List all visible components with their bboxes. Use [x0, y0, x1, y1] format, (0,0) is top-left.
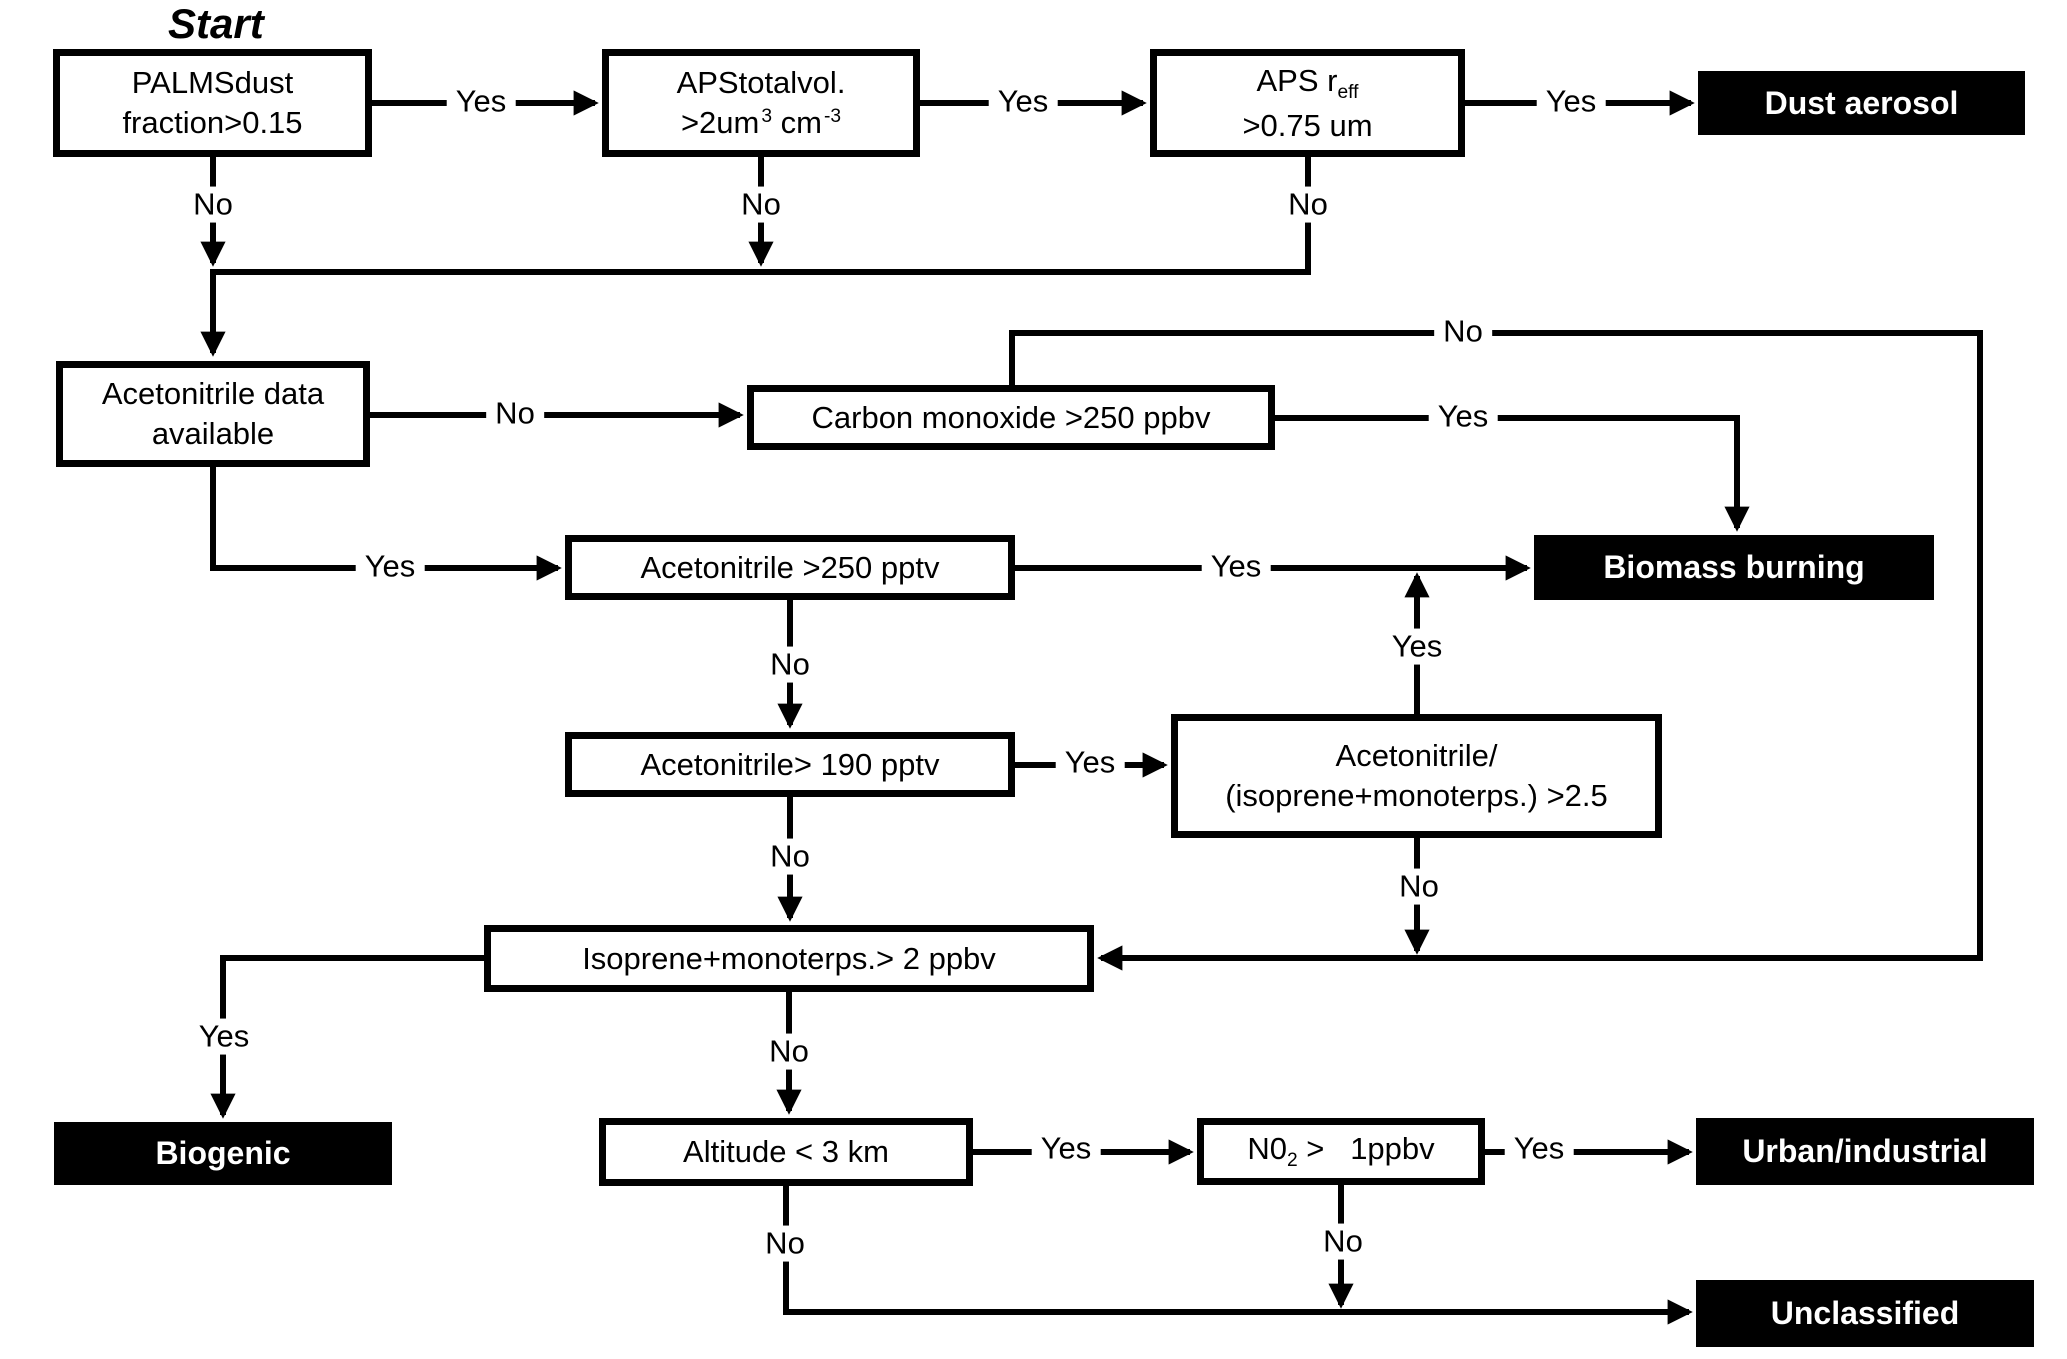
node-text-line: Acetonitrile/: [1335, 738, 1498, 774]
node-aps-effective-radius: APS reff >0.75 um: [1150, 49, 1465, 157]
edge-label-no-no2: No: [1314, 1223, 1372, 1260]
start-label: Start: [168, 0, 264, 47]
node-acetonitrile-250: Acetonitrile >250 pptv: [565, 535, 1015, 600]
node-isoprene-monoterps: Isoprene+monoterps.> 2 ppbv: [484, 925, 1094, 992]
edge-label-no-co-loop: No: [1434, 313, 1492, 350]
edge-no-co-loop-to-isoprene: [1009, 330, 1983, 971]
node-text-line: Isoprene+monoterps.> 2 ppbv: [582, 940, 996, 976]
edge-label-no-acn190-isoprene: No: [761, 838, 819, 875]
terminal-unclassified: Unclassified: [1696, 1280, 2034, 1347]
edge-label-yes-apsvol-apsreff: Yes: [988, 83, 1058, 120]
node-text-line: Acetonitrile data: [101, 376, 325, 412]
terminal-text: Dust aerosol: [1764, 84, 1959, 121]
node-acetonitrile-190: Acetonitrile> 190 pptv: [565, 732, 1015, 797]
edge-label-no-apsvol: No: [732, 186, 790, 223]
edge-label-no-isoprene-altitude: No: [760, 1033, 818, 1070]
terminal-biogenic: Biogenic: [54, 1122, 392, 1185]
edge-no-altitude-to-unclassified: [783, 1186, 1693, 1325]
edge-label-yes-isoprene-biogenic: Yes: [189, 1018, 259, 1055]
node-text-line: PALMSdust: [131, 65, 294, 101]
edge-label-yes-palms-apsvol: Yes: [446, 83, 516, 120]
edge-label-yes-co-biomass: Yes: [1428, 398, 1498, 435]
edge-yes-co-to-biomass: [1275, 415, 1750, 532]
node-text-line: Acetonitrile >250 pptv: [640, 549, 940, 585]
node-text-line: APS reff: [1256, 62, 1359, 103]
node-acetonitrile-data-available: Acetonitrile data available: [56, 361, 370, 467]
terminal-dust-aerosol: Dust aerosol: [1698, 71, 2025, 135]
edge-label-no-palms: No: [184, 186, 242, 223]
node-palms-dust-fraction: PALMSdust fraction>0.15: [53, 49, 372, 157]
edge-label-yes-no2-urban: Yes: [1504, 1130, 1574, 1167]
edge-label-no-acndata-co: No: [486, 395, 544, 432]
edge-label-no-apsreff: No: [1279, 186, 1337, 223]
node-text-line: available: [151, 416, 275, 451]
edge-label-yes-acn250-biomass: Yes: [1201, 548, 1271, 585]
node-acetonitrile-isoprene-ratio: Acetonitrile/ (isoprene+monoterps.) >2.5: [1171, 714, 1662, 838]
edge-label-yes-apsreff-dust: Yes: [1536, 83, 1606, 120]
node-text-line: APStotalvol.: [676, 65, 846, 101]
node-text-line: fraction>0.15: [122, 105, 303, 140]
edge-label-yes-altitude-no2: Yes: [1031, 1130, 1101, 1167]
node-no2: N02 > 1ppbv: [1197, 1118, 1485, 1185]
edge-yes-acndata-to-acn250: [210, 467, 562, 581]
node-text-line: Acetonitrile> 190 pptv: [640, 746, 940, 782]
node-altitude: Altitude < 3 km: [599, 1118, 973, 1186]
edge-yes-isoprene-to-biogenic: [210, 955, 484, 1119]
edge-label-yes-ratio-up: Yes: [1382, 628, 1452, 665]
node-text-line: Carbon monoxide >250 ppbv: [811, 399, 1211, 435]
edge-label-no-altitude: No: [756, 1225, 814, 1262]
edge-label-no-acn250-acn190: No: [761, 646, 819, 683]
node-text-line: >0.75 um: [1242, 107, 1373, 143]
terminal-text: Unclassified: [1770, 1295, 1960, 1331]
terminal-text: Urban/industrial: [1742, 1133, 1988, 1169]
edge-label-no-ratio-down: No: [1390, 868, 1448, 905]
terminal-text: Biogenic: [155, 1135, 291, 1171]
node-text-line: N02 > 1ppbv: [1247, 1131, 1435, 1172]
terminal-biomass-burning: Biomass burning: [1534, 535, 1934, 600]
edge-label-yes-acn190-ratio: Yes: [1055, 744, 1125, 781]
terminal-text: Biomass burning: [1603, 549, 1865, 585]
node-text-line: (isoprene+monoterps.) >2.5: [1225, 778, 1608, 813]
node-text-line: Altitude < 3 km: [683, 1134, 889, 1170]
terminal-urban-industrial: Urban/industrial: [1696, 1118, 2034, 1185]
node-carbon-monoxide: Carbon monoxide >250 ppbv: [747, 385, 1275, 450]
edge-label-yes-acndata-acn250: Yes: [355, 548, 425, 585]
